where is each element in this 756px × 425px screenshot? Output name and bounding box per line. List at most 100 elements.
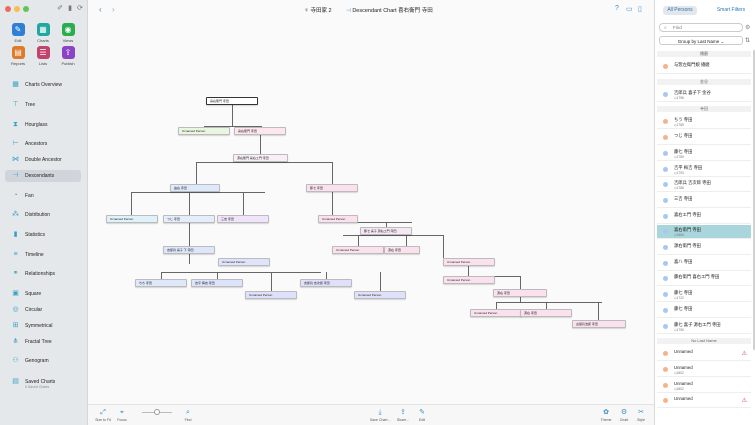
nav-item-descendants[interactable]: ⊣Descendants — [5, 170, 81, 182]
person-list-item[interactable]: 藤七 喜子 源右エ門 寺田◇1750 — [657, 320, 751, 334]
chart-person-box[interactable]: ちち 寺田 — [135, 279, 187, 287]
person-list-item[interactable]: Unnamed◇1802 — [657, 379, 751, 393]
all-persons-tab[interactable]: All Persons — [663, 6, 697, 15]
theme-button[interactable]: ✿Theme — [596, 409, 616, 422]
save-chart-button[interactable]: ⤓Save Chart... — [370, 409, 390, 422]
forward-icon[interactable]: › — [112, 5, 115, 14]
chart-button[interactable]: ⚙Chart — [614, 409, 634, 422]
zoom-slider-knob[interactable] — [154, 409, 160, 415]
nav-item-charts-overview[interactable]: ▦Charts Overview — [5, 79, 81, 91]
nav-item-relationships[interactable]: ⚭Relationships — [5, 268, 81, 280]
chart-person-box[interactable]: Unnamed Person — [245, 291, 297, 299]
chart-person-box[interactable]: Unnamed Person — [218, 258, 270, 266]
pin-icon[interactable]: ✐ — [57, 5, 63, 12]
chart-person-box[interactable]: Unnamed Person — [443, 258, 495, 266]
person-list-item[interactable]: 喜右衛門 寺田◇1664 — [657, 225, 751, 240]
person-list-item[interactable]: 喜右エ門 寺田 — [657, 210, 751, 224]
person-list-item[interactable]: ちう 寺田◇1789 — [657, 115, 751, 130]
person-list-item[interactable]: Unnamed◇1802 — [657, 363, 751, 377]
nav-item-genogram[interactable]: ⚇Genogram — [5, 355, 81, 367]
minimize-window-button[interactable] — [14, 6, 20, 12]
person-list-item[interactable]: 源右衛門 寺田 — [657, 241, 751, 255]
sort-icon[interactable]: ⇅ — [745, 38, 751, 44]
chart-person-box[interactable]: 藤七 喜子 源右エ門 寺田 — [360, 227, 412, 235]
find-button[interactable]: ⌕Find — [178, 409, 198, 422]
chart-person-box[interactable]: 由右 寺田 — [170, 184, 220, 192]
toolbar-charts-button[interactable]: ▦Charts — [33, 23, 53, 43]
size-to-fit-button[interactable]: ⤢Size to Fit — [93, 409, 113, 422]
search-field[interactable]: ⌕ — [659, 23, 743, 32]
group-by-select[interactable]: Group by Last Name ⌄ — [659, 36, 743, 45]
bookmark-icon[interactable]: ▮ — [68, 5, 72, 12]
chart-person-box[interactable]: 喜右衛門 寺田 — [234, 127, 286, 135]
chart-person-box[interactable]: Unnamed Person — [354, 291, 406, 299]
nav-item-ancestors[interactable]: ⊢Ancestors — [5, 138, 81, 150]
chart-person-box[interactable]: Unnamed Person — [106, 215, 158, 223]
person-list-item[interactable]: 藤七 寺田◇1722 — [657, 288, 751, 303]
toolbar-lists-button[interactable]: ☰Lists — [33, 46, 53, 66]
person-list-item[interactable]: 三吉 寺田 — [657, 194, 751, 208]
nav-item-symmetrical[interactable]: ⊞Symmetrical — [5, 320, 81, 332]
nav-item-statistics[interactable]: ▮Statistics — [5, 229, 81, 241]
chart-person-box[interactable]: Unnamed Person — [470, 309, 522, 317]
person-list-item[interactable]: 藤右衛門 喜右エ門 寺田 — [657, 272, 751, 287]
toolbar-reports-button[interactable]: ▤Reports — [8, 46, 28, 66]
chart-person-box[interactable]: 源右 寺田 — [493, 289, 547, 297]
nav-item-fractal-tree[interactable]: ⋔Fractal Tree — [5, 336, 81, 348]
zoom-window-button[interactable] — [23, 6, 29, 12]
nav-item-double-ancestor[interactable]: ⋈Double Ancestor — [5, 154, 81, 166]
nav-item-timeline[interactable]: ≡Timeline — [5, 249, 81, 261]
chart-person-box[interactable]: 吉郎兵 吉次郎 寺田 — [300, 279, 352, 287]
nav-item-tree[interactable]: ⊤Tree — [5, 99, 81, 111]
chart-person-box[interactable]: 喜右衛門 寺田 — [206, 97, 258, 105]
nav-item-hourglass[interactable]: ⧗Hourglass — [5, 119, 81, 131]
sync-icon[interactable]: ⟳ — [77, 5, 83, 12]
nav-item-distribution[interactable]: ⁂Distribution — [5, 209, 81, 221]
toolbar-publish-button[interactable]: ⇪Publish — [58, 46, 78, 66]
chart-person-box[interactable]: 源右衛門 喜右エ門 寺田 — [233, 154, 288, 162]
person-list-item[interactable]: Unnamed⚠ — [657, 394, 751, 409]
chart-person-box[interactable]: Unnamed Person — [443, 276, 495, 284]
nav-item-square[interactable]: ▣Square — [5, 288, 81, 300]
person-list-item[interactable]: Unnamed⚠ — [657, 347, 751, 362]
person-list-item[interactable]: 藤七 寺田◇1780 — [657, 147, 751, 161]
person-list-item[interactable]: 吉郎兵 吉次郎 寺田◇1786 — [657, 178, 751, 193]
close-window-button[interactable] — [5, 6, 11, 12]
person-list-item[interactable]: 吉郎兵 喜子下 金谷◇1796 — [657, 88, 751, 102]
chart-person-box[interactable]: つじ 寺田 — [163, 215, 215, 223]
chart-person-box[interactable]: 三吉 寺田 — [217, 215, 269, 223]
chart-person-box[interactable]: Unnamed Person — [178, 127, 230, 135]
search-input[interactable] — [673, 25, 733, 30]
person-list-item[interactable]: 吉平 梅吉 寺田◇1793 — [657, 163, 751, 177]
toolbar-views-button[interactable]: ◉Views — [58, 23, 78, 43]
chart-person-box[interactable]: 古舘兵治郎 寺田 — [572, 320, 626, 328]
person-list-item[interactable]: 与惣左衛門娘 播磨 — [657, 60, 751, 74]
help-icon[interactable]: ? — [615, 5, 619, 12]
back-icon[interactable]: ‹ — [99, 5, 102, 14]
gear-icon[interactable]: ⚙ — [745, 25, 751, 31]
style-button[interactable]: ✂Style — [631, 409, 651, 422]
person-list-item[interactable]: つじ 寺田 — [657, 131, 751, 146]
chart-person-box[interactable]: Unnamed Person — [332, 246, 384, 254]
chart-connector-line — [520, 276, 521, 289]
person-name: つじ 寺田 — [674, 133, 693, 139]
nav-item-circular[interactable]: ◎Circular — [5, 304, 81, 316]
edit-chart-button[interactable]: ✎Edit — [412, 409, 432, 422]
chart-person-box[interactable]: 源右 寺田 — [520, 309, 572, 317]
smart-filters-tab[interactable]: Smart Filters — [716, 7, 746, 13]
panel-toggle-icon[interactable]: ▭ — [626, 6, 633, 13]
chart-person-box[interactable]: Unnamed Person — [318, 215, 358, 223]
toolbar-edit-button[interactable]: ✎Edit — [8, 23, 28, 43]
chart-person-box[interactable]: 源右 寺田 — [384, 246, 420, 254]
share-button[interactable]: ⇪Share... — [393, 409, 413, 422]
person-list-item[interactable]: 藤七 寺田 — [657, 304, 751, 318]
nav-item-fan[interactable]: ◔Fan — [5, 190, 81, 202]
focus-button[interactable]: ⌖Focus — [112, 409, 132, 422]
person-list-scrollbar[interactable] — [753, 50, 755, 350]
chart-person-box[interactable]: 吉郎兵 喜子 下 寺田 — [163, 246, 215, 254]
chart-person-box[interactable]: 藤七 寺田 — [306, 184, 358, 192]
chart-person-box[interactable]: 吉平 梅吉 寺田 — [191, 279, 243, 287]
person-list-item[interactable]: 喜八 寺田 — [657, 257, 751, 271]
inspector-icon[interactable]: ▯ — [638, 6, 642, 13]
